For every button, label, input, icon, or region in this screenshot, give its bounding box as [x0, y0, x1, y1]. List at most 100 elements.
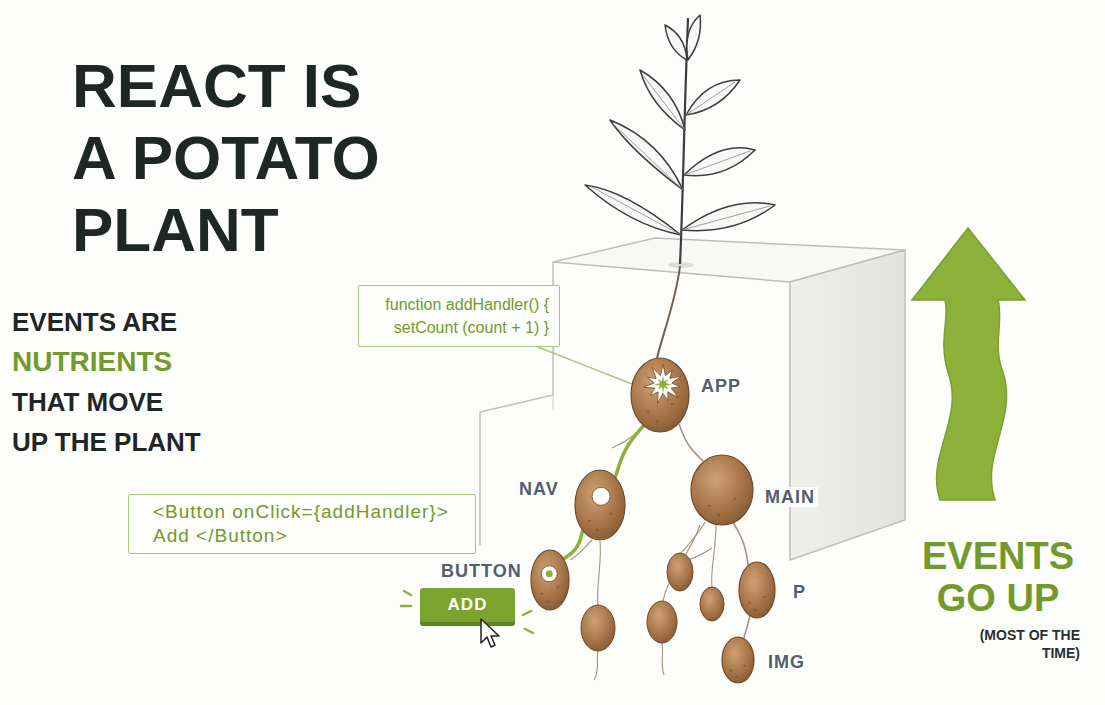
potato-eye: [546, 601, 549, 603]
leaf-vein: [613, 124, 683, 190]
soil-edge: [553, 395, 554, 410]
potato-shape: [530, 549, 570, 611]
mouse-cursor: [481, 619, 499, 647]
plant: [585, 15, 775, 264]
event-path: [616, 426, 643, 476]
potato-eye: [743, 665, 746, 667]
leaf: [640, 70, 685, 130]
potato-body: [531, 550, 569, 610]
component-potato: NAV: [574, 469, 626, 541]
potato-eye: [540, 593, 543, 595]
root: [663, 525, 700, 601]
potato: [647, 601, 677, 643]
root: [688, 548, 712, 560]
event-dot: [546, 570, 553, 577]
potato-eye: [670, 403, 673, 405]
leaf: [686, 80, 740, 115]
code-callout: function addHandler() { setCount (count …: [358, 285, 560, 347]
event-mark: [541, 566, 557, 582]
potato-eye: [733, 498, 736, 500]
spark: [523, 611, 531, 615]
root-link: [734, 523, 748, 564]
potato-body: [739, 562, 775, 618]
potato-shape: [738, 561, 776, 619]
root: [598, 541, 601, 605]
leaf: [684, 148, 755, 176]
page-title: REACT IS A POTATO PLANT: [72, 50, 417, 266]
component-name: APP: [698, 376, 744, 396]
potato-eye: [754, 609, 757, 611]
code-callout: <Button onClick={addHandler}> Add </Butt…: [128, 494, 476, 554]
callout-leader: [538, 347, 631, 384]
root-stem: [657, 266, 680, 358]
burst-center: [654, 375, 672, 393]
potato-shape: [574, 469, 626, 541]
root: [594, 651, 598, 680]
component-name: MAIN: [762, 487, 818, 507]
up-arrow: [912, 228, 1025, 500]
potato-eye: [748, 602, 751, 604]
potato-eye: [646, 411, 649, 413]
component-name: P: [790, 582, 809, 602]
root: [681, 522, 705, 553]
potato-eye: [735, 676, 738, 678]
code-text: function addHandler() { setCount (count …: [369, 293, 549, 339]
spark: [404, 591, 411, 595]
potato-shape: [690, 454, 754, 526]
leaf-vein: [686, 82, 735, 115]
component-potato: APP: [630, 357, 690, 433]
component-potato: P: [738, 561, 776, 619]
leaf: [665, 25, 687, 60]
leaf: [682, 203, 775, 231]
potato-eye: [556, 586, 559, 588]
root-link: [679, 424, 703, 461]
potato-body: [722, 637, 754, 683]
event-mark: [592, 487, 610, 505]
root: [662, 643, 664, 675]
ui-button: ADD: [420, 588, 515, 622]
button-label: ADD: [420, 595, 515, 615]
root: [712, 525, 716, 587]
potato-eye: [596, 529, 599, 531]
spark: [525, 629, 533, 633]
potato-eye: [708, 505, 711, 507]
burst-mark: [643, 364, 681, 403]
component-potato: BUTTON: [530, 549, 570, 611]
roots: [570, 428, 716, 680]
leaf: [610, 120, 683, 190]
leaf: [687, 15, 701, 60]
slogan-text: THAT MOVE UP THE PLANT: [12, 382, 205, 462]
component-potato: IMG: [721, 636, 755, 684]
leaf: [585, 185, 681, 235]
slogan-highlight: NUTRIENTS: [12, 342, 242, 382]
potato-eye: [717, 514, 720, 516]
potato-shape: [630, 357, 690, 433]
potato: [581, 605, 615, 651]
component-name: NAV: [516, 479, 562, 499]
potatoes: [581, 553, 724, 651]
arrow-caption: EVENTS GO UP: [913, 535, 1083, 619]
potato-eye: [730, 669, 733, 671]
potato-shape: [721, 636, 755, 684]
potato-eye: [588, 520, 591, 522]
code-text: <Button onClick={addHandler}> Add </Butt…: [153, 500, 463, 548]
potato: [700, 587, 724, 621]
leaf-vein: [682, 206, 770, 230]
leaf-vein: [642, 74, 685, 130]
potato-body: [575, 470, 625, 540]
potato-eye: [655, 421, 658, 423]
potato-eye: [609, 513, 612, 515]
arrow-note: (MOST OF THE TIME): [972, 626, 1080, 662]
leaf-vein: [590, 186, 681, 235]
potato: [667, 553, 693, 591]
soil-side: [790, 250, 905, 560]
potato-body: [691, 455, 753, 525]
spark: [401, 605, 411, 608]
slogan-text: EVENTS ARE: [12, 302, 242, 342]
component-potato: MAIN: [690, 454, 754, 526]
potato-eye: [763, 596, 766, 598]
component-name: IMG: [765, 652, 808, 672]
component-name: BUTTON: [438, 561, 525, 581]
root-link: [744, 617, 750, 638]
potato-body: [631, 358, 689, 432]
